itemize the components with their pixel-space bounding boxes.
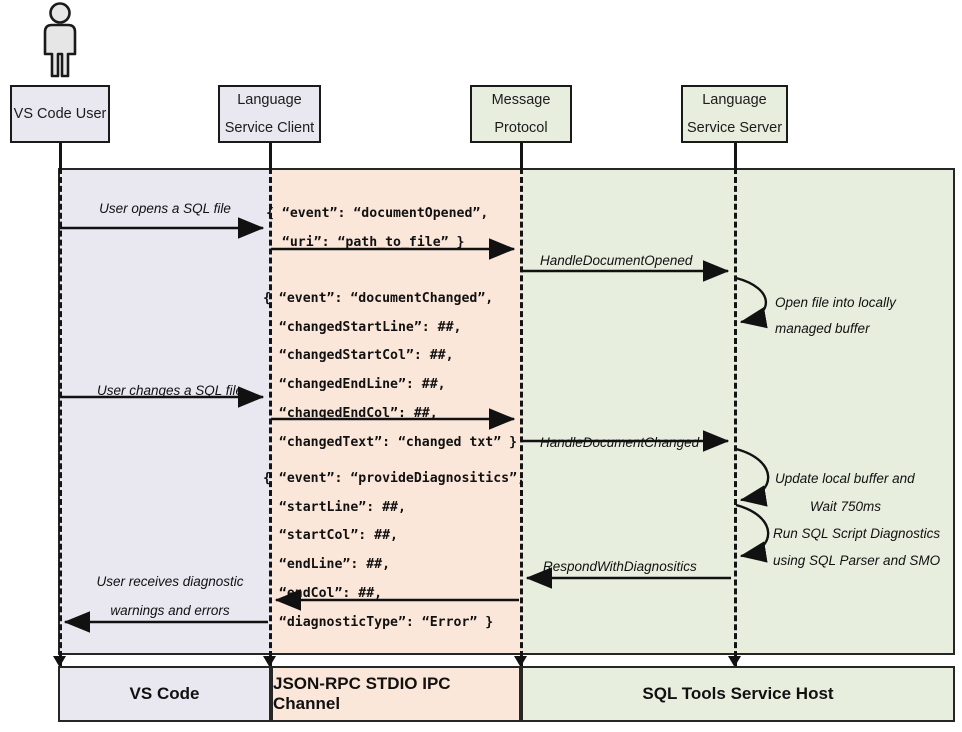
message-label-handle-document-opened: HandleDocumentOpened: [540, 253, 693, 268]
lifeline-language-service-client: [269, 168, 272, 666]
lifeline-stub-vs-code-user: [59, 143, 62, 168]
note-open-file-line2: managed buffer: [775, 321, 870, 336]
lifeline-vs-code-user: [59, 168, 62, 666]
participant-language-service-client[interactable]: Language Service Client: [218, 85, 321, 143]
note-run-diagnostics-line1: Run SQL Script Diagnostics: [773, 526, 941, 541]
message-label-user-changes: User changes a SQL file: [96, 383, 244, 398]
lane-footer-label: VS Code: [129, 684, 200, 703]
lane-footer-sql-tools-host: SQL Tools Service Host: [521, 666, 955, 722]
participant-label-line2: Protocol: [494, 120, 548, 136]
message-label-user-receives-line2: warnings and errors: [110, 603, 230, 618]
message-label-user-receives-line1: User receives diagnostic: [96, 574, 244, 589]
participant-label-line1: Language: [702, 91, 767, 108]
lane-footer-json-rpc: JSON-RPC STDIO IPC Channel: [271, 666, 521, 722]
lifeline-language-service-server: [734, 168, 737, 666]
message-label-user-opens: User opens a SQL file: [99, 201, 231, 216]
participant-vs-code-user[interactable]: VS Code User: [10, 85, 110, 143]
participant-label-line1: VS Code User: [13, 105, 107, 122]
note-update-buffer-line2: Wait 750ms: [810, 499, 882, 514]
participant-label-line2: Service Server: [686, 120, 783, 136]
lifeline-message-protocol: [520, 168, 523, 666]
participant-label-line2: Service Client: [224, 120, 315, 136]
note-update-buffer-line1: Update local buffer and: [775, 471, 915, 486]
lane-footer-label: SQL Tools Service Host: [642, 684, 834, 703]
note-open-file-line1: Open file into locally: [775, 295, 896, 310]
lifeline-stub-message-protocol: [520, 143, 523, 168]
lifeline-stub-language-service-server: [734, 143, 737, 168]
payload-provide-diagnositics: { “event”: “provideDiagnositics”, “start…: [263, 471, 526, 630]
participant-language-service-server[interactable]: Language Service Server: [681, 85, 788, 143]
payload-document-changed: { “event”: “documentChanged”, “changedSt…: [263, 291, 518, 450]
lifeline-stub-language-service-client: [269, 143, 272, 168]
payload-document-opened: { “event”: “documentOpened”, “uri”: “pat…: [266, 206, 489, 250]
message-label-respond-with-diagnositics: RespondWithDiagnositics: [543, 559, 697, 574]
lane-band-sql-tools-host: [521, 168, 955, 655]
participant-label-line1: Message: [491, 91, 551, 108]
participant-message-protocol[interactable]: Message Protocol: [470, 85, 572, 143]
vs-code-user-actor-icon: [28, 2, 92, 80]
participant-label-line1: Language: [237, 91, 302, 108]
note-run-diagnostics-line2: using SQL Parser and SMO: [773, 553, 941, 568]
lane-footer-label: JSON-RPC STDIO IPC Channel: [273, 674, 451, 713]
lane-footer-vs-code: VS Code: [58, 666, 271, 722]
message-label-handle-document-changed: HandleDocumentChanged: [540, 435, 700, 450]
lane-band-vs-code: [58, 168, 271, 655]
